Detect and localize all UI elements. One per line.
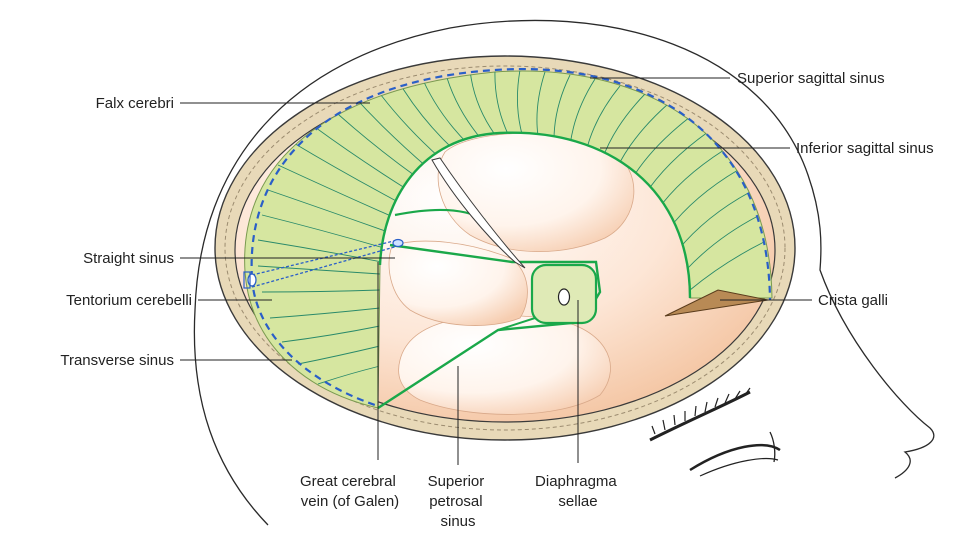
label-straight-sinus: Straight sinus [83, 250, 174, 267]
label-tentorium-cerebelli: Tentorium cerebelli [66, 292, 192, 309]
label-inferior-sagittal-sinus: Inferior sagittal sinus [796, 140, 934, 157]
great-cerebral-vein [393, 240, 403, 247]
label-transverse-sinus: Transverse sinus [60, 352, 174, 369]
label-great-cerebral-vein: Great cerebral vein (of Galen) [300, 473, 400, 510]
label-crista-galli: Crista galli [818, 292, 888, 309]
label-superior-sagittal-sinus: Superior sagittal sinus [737, 70, 885, 87]
label-superior-petrosal-sinus: Superior petrosal sinus [428, 473, 489, 530]
diaphragma-opening [559, 289, 570, 305]
label-falx-cerebri: Falx cerebri [96, 95, 174, 112]
label-diaphragma-sellae: Diaphragma sellae [535, 473, 621, 510]
